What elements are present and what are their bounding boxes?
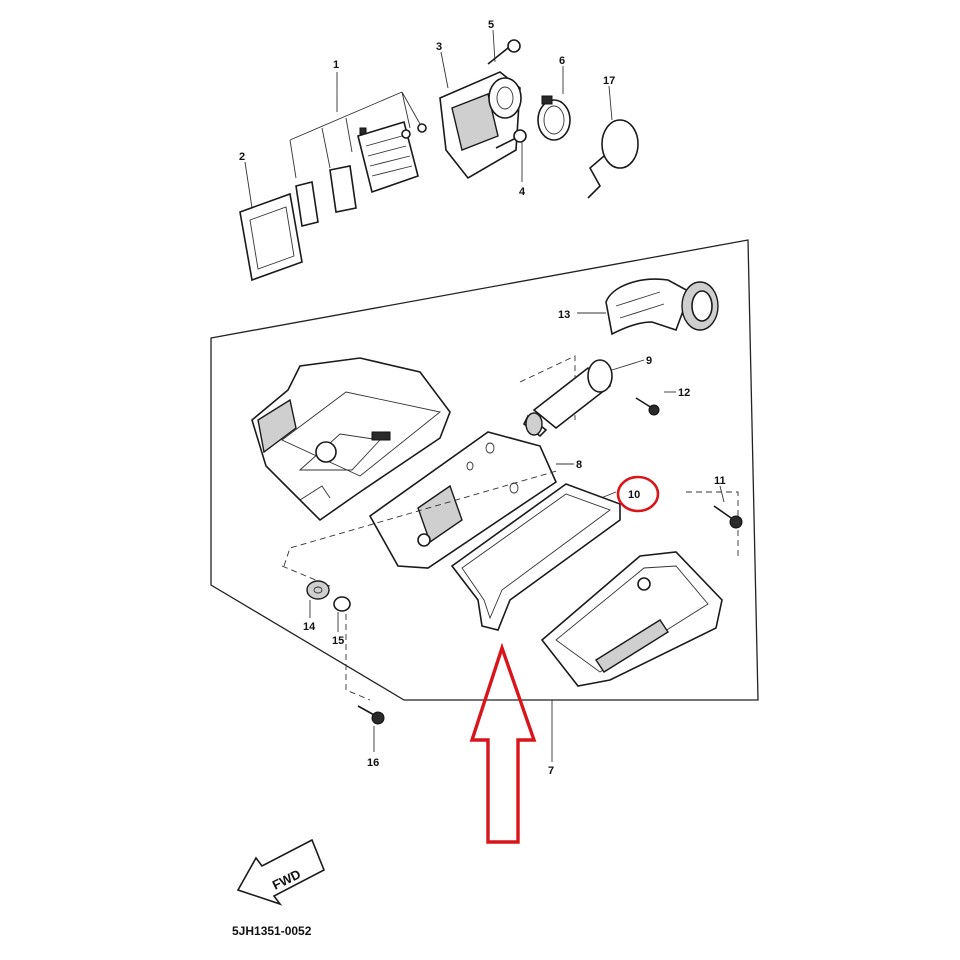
- part-label-6: 6: [559, 55, 565, 67]
- element-8: [368, 431, 574, 569]
- part-label-12: 12: [678, 387, 690, 399]
- screw-12: [635, 391, 676, 416]
- part-label-17: 17: [603, 75, 615, 87]
- air-cleaner-cap: [540, 551, 723, 687]
- air-cleaner-case: [251, 357, 451, 522]
- reed-valve-assembly: [289, 72, 427, 227]
- bolt-16: [357, 705, 385, 752]
- clamp-6: [537, 66, 571, 141]
- part-label-15: 15: [332, 635, 344, 647]
- drawing-number: 5JH1351-0052: [232, 924, 312, 938]
- duct-9: [519, 355, 645, 438]
- air-cleaner-assembly-outline: [210, 239, 759, 762]
- part-number-labels: 1 2 3 4 5 6 7 8 9 10 11 12 13 14 15 16 1…: [239, 19, 726, 777]
- bolt-4: [495, 129, 527, 182]
- part-label-5: 5: [488, 19, 494, 31]
- part-label-3: 3: [436, 41, 442, 53]
- bolt-5: [487, 29, 521, 65]
- part-label-14: 14: [303, 621, 316, 633]
- highlight-circle: [616, 475, 660, 513]
- clip-17: [587, 85, 639, 199]
- part-label-2: 2: [239, 151, 245, 163]
- seal-10: [450, 483, 621, 631]
- part-label-11: 11: [714, 475, 726, 487]
- part-label-8: 8: [576, 459, 582, 471]
- part-label-7: 7: [548, 765, 554, 777]
- collar-15: [333, 596, 371, 701]
- part-label-16: 16: [367, 757, 379, 769]
- part-label-13: 13: [558, 309, 570, 321]
- part-label-4: 4: [519, 186, 526, 198]
- gasket-2: [239, 161, 303, 282]
- part-label-10: 10: [628, 489, 640, 501]
- highlight-arrow: [469, 642, 537, 844]
- manifold-3: [439, 51, 522, 180]
- part-label-1: 1: [333, 59, 339, 71]
- screw-11: [686, 485, 743, 560]
- grommet-14: [281, 469, 561, 618]
- part-label-9: 9: [646, 355, 652, 367]
- joint-13: [577, 278, 719, 336]
- fwd-direction-arrow: FWD: [236, 838, 326, 906]
